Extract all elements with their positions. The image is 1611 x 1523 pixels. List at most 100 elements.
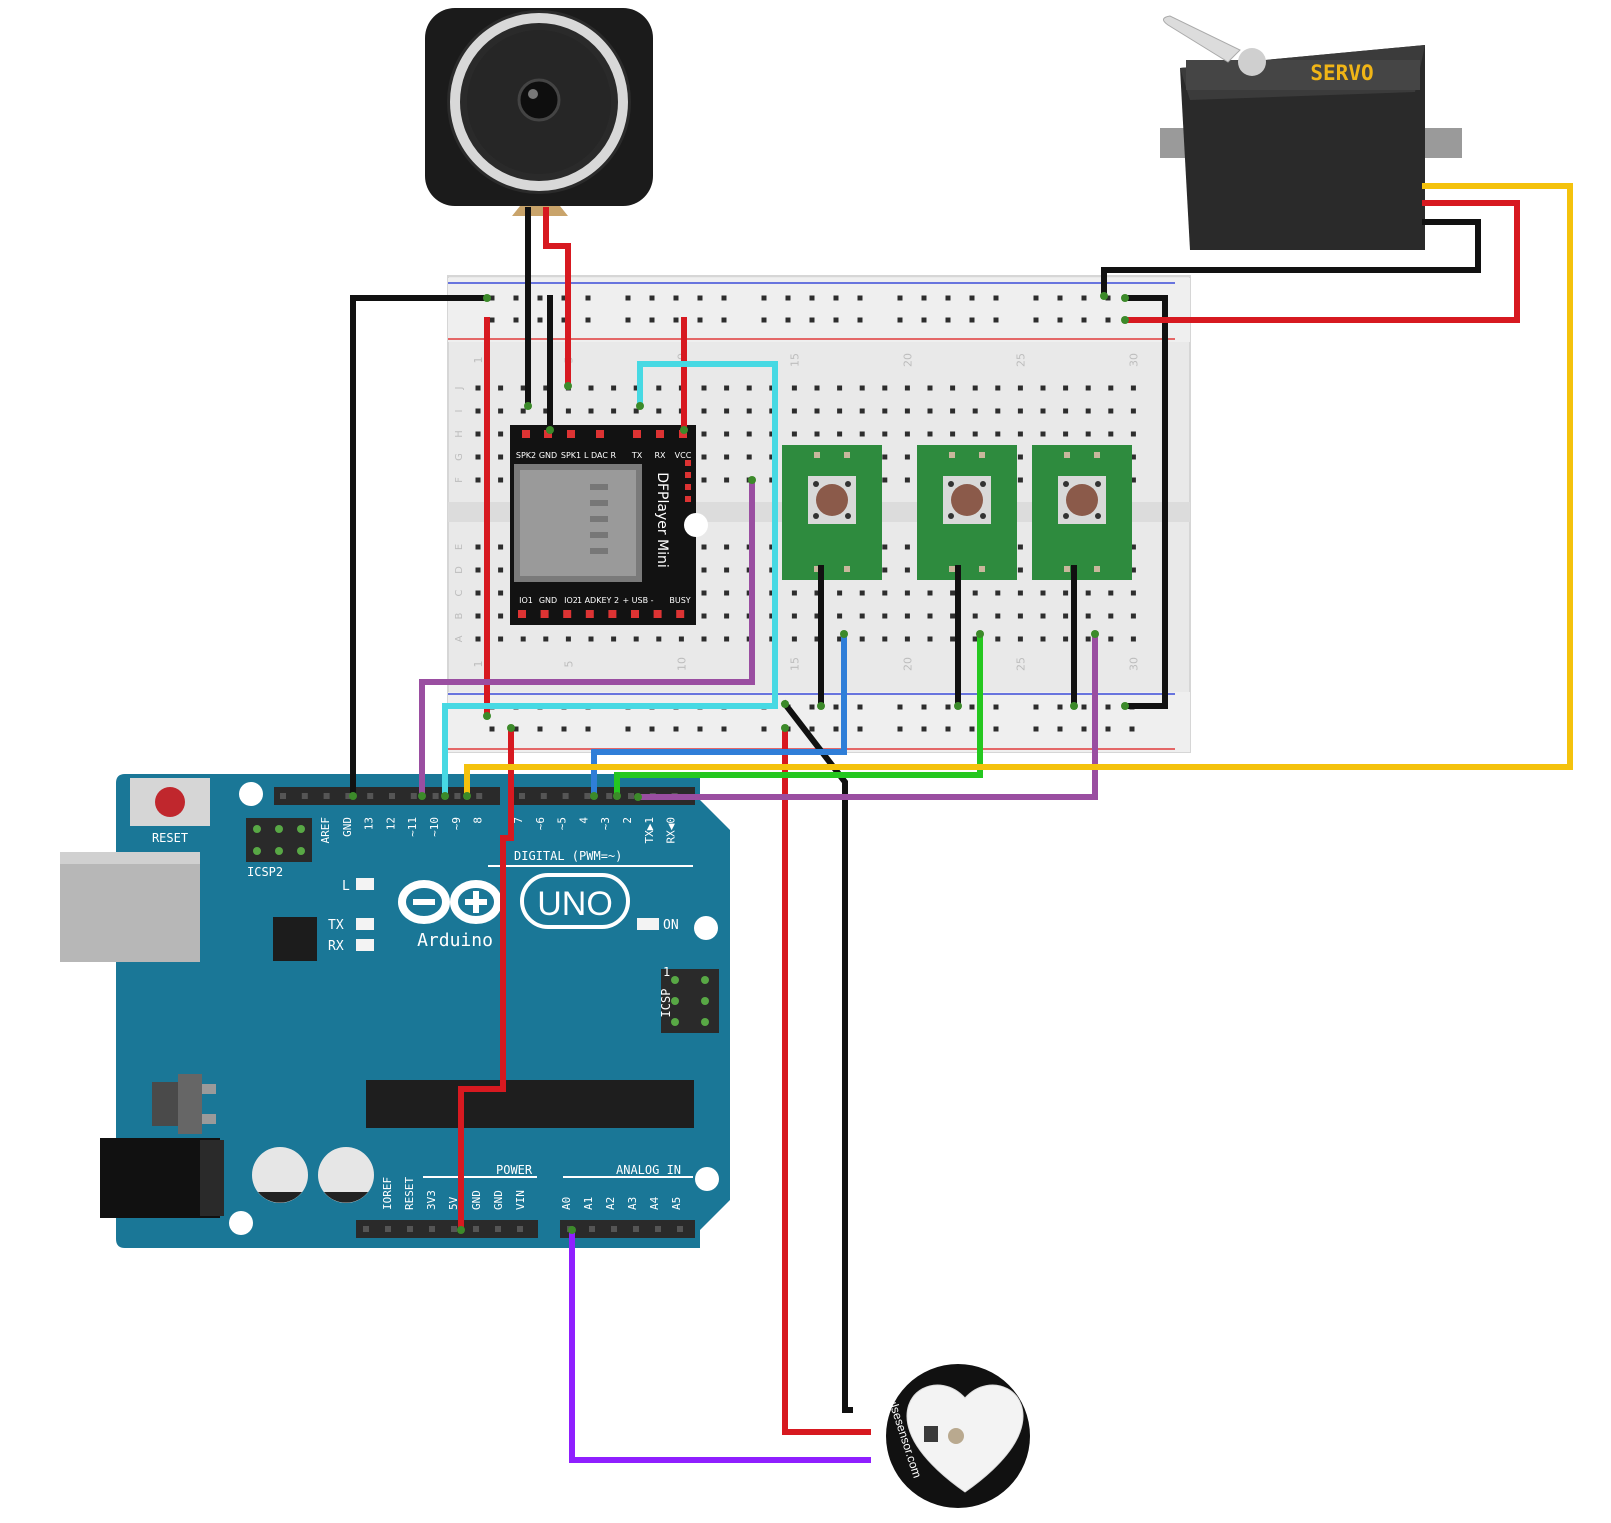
header-pin-hole bbox=[385, 1226, 391, 1232]
column-number: 5 bbox=[562, 661, 575, 668]
breadboard-hole bbox=[837, 408, 843, 414]
digital-pin-label: 4 bbox=[577, 817, 590, 824]
breadboard-hole bbox=[972, 636, 978, 642]
digital-pin-label: 12 bbox=[384, 817, 397, 830]
digital-pin-label: AREF bbox=[319, 817, 332, 844]
breadboard-hole bbox=[1017, 431, 1023, 437]
breadboard-hole bbox=[972, 385, 978, 391]
wire-end bbox=[418, 792, 426, 800]
breadboard-hole bbox=[1130, 454, 1136, 460]
breadboard-hole bbox=[724, 544, 730, 550]
rail-hole bbox=[673, 317, 679, 323]
column-number: 30 bbox=[1127, 353, 1140, 367]
breadboard-hole bbox=[633, 636, 639, 642]
breadboard-hole bbox=[1085, 385, 1091, 391]
breadboard-hole bbox=[475, 385, 481, 391]
breadboard-hole bbox=[633, 385, 639, 391]
black-wire bbox=[1122, 295, 1168, 709]
column-number: 1 bbox=[472, 661, 485, 668]
rail-hole bbox=[537, 726, 543, 732]
breadboard-hole bbox=[611, 408, 617, 414]
wire-end bbox=[457, 1226, 465, 1234]
purple-wire bbox=[419, 477, 755, 799]
wires bbox=[349, 183, 1573, 1463]
led-rx-label: RX bbox=[328, 939, 344, 954]
breadboard-hole bbox=[1017, 590, 1023, 596]
column-number: 20 bbox=[901, 353, 914, 367]
breadboard-hole bbox=[611, 385, 617, 391]
row-letter: F bbox=[454, 477, 465, 483]
icsp2-label: ICSP2 bbox=[247, 865, 283, 879]
wire-end bbox=[568, 1226, 576, 1234]
header-pin-hole bbox=[655, 1226, 661, 1232]
column-number: 15 bbox=[788, 657, 801, 671]
dfplayer-pin bbox=[585, 610, 594, 618]
rail-hole bbox=[625, 317, 631, 323]
breadboard-hole bbox=[656, 408, 662, 414]
rail-hole bbox=[857, 295, 863, 301]
push-buttons bbox=[782, 445, 1132, 580]
button-pad bbox=[979, 566, 985, 572]
icsp-label: ICSP bbox=[659, 989, 673, 1018]
breadboard-hole bbox=[746, 431, 752, 437]
breadboard-hole bbox=[1063, 408, 1069, 414]
rail-hole bbox=[561, 317, 567, 323]
dfplayer-pin-label: RX bbox=[654, 451, 666, 460]
breadboard-hole bbox=[701, 385, 707, 391]
digital-pin-label: GND bbox=[341, 817, 354, 837]
yellow-wire bbox=[464, 183, 1573, 799]
rail-hole bbox=[585, 317, 591, 323]
breadboard-hole bbox=[724, 613, 730, 619]
breadboard-hole bbox=[882, 613, 888, 619]
breadboard-hole bbox=[701, 636, 707, 642]
rail-hole bbox=[945, 726, 951, 732]
analog-pin-label: A2 bbox=[604, 1197, 617, 1210]
arduino-board bbox=[116, 774, 730, 1248]
led-on bbox=[637, 918, 659, 930]
dfplayer-pin bbox=[656, 430, 664, 438]
rail-hole bbox=[969, 726, 975, 732]
breadboard-hole bbox=[972, 408, 978, 414]
header-pin-hole bbox=[429, 1226, 435, 1232]
rail-hole bbox=[1057, 295, 1063, 301]
led-tx-label: TX bbox=[328, 918, 344, 933]
breadboard-hole bbox=[1108, 613, 1114, 619]
wire-end bbox=[840, 630, 848, 638]
rail-hole bbox=[809, 704, 815, 710]
breadboard-hole bbox=[520, 385, 526, 391]
button-leg bbox=[813, 513, 819, 519]
rail-hole bbox=[1105, 295, 1111, 301]
rail-hole bbox=[721, 295, 727, 301]
breadboard-hole bbox=[588, 385, 594, 391]
header-pin-hole bbox=[363, 1226, 369, 1232]
wire-end bbox=[1100, 292, 1108, 300]
cyan-wire bbox=[442, 361, 778, 799]
button-pad bbox=[814, 566, 820, 572]
breadboard-hole bbox=[904, 636, 910, 642]
wire-end bbox=[1121, 294, 1129, 302]
breadboard-hole bbox=[588, 408, 594, 414]
header-pin-hole bbox=[280, 793, 286, 799]
header-pin-hole bbox=[540, 793, 547, 799]
wire-end bbox=[781, 700, 789, 708]
icsp2-header bbox=[246, 818, 312, 862]
analog-pin-label: A0 bbox=[560, 1197, 573, 1210]
breadboard-hole bbox=[882, 590, 888, 596]
breadboard-hole bbox=[950, 408, 956, 414]
header-pin-hole bbox=[633, 1226, 639, 1232]
breadboard-hole bbox=[724, 567, 730, 573]
breadboard-hole bbox=[701, 544, 707, 550]
breadboard-hole bbox=[882, 567, 888, 573]
wire-end bbox=[976, 630, 984, 638]
breadboard-hole bbox=[1085, 613, 1091, 619]
digital-pin-label: RX◀0 bbox=[665, 817, 678, 844]
reset-button-cap[interactable] bbox=[155, 787, 185, 817]
breadboard-hole bbox=[882, 408, 888, 414]
dfplayer-pin-label: BUSY bbox=[669, 596, 690, 605]
button-leg bbox=[1063, 481, 1069, 487]
wire-end bbox=[507, 724, 515, 732]
usb-port bbox=[60, 852, 200, 962]
